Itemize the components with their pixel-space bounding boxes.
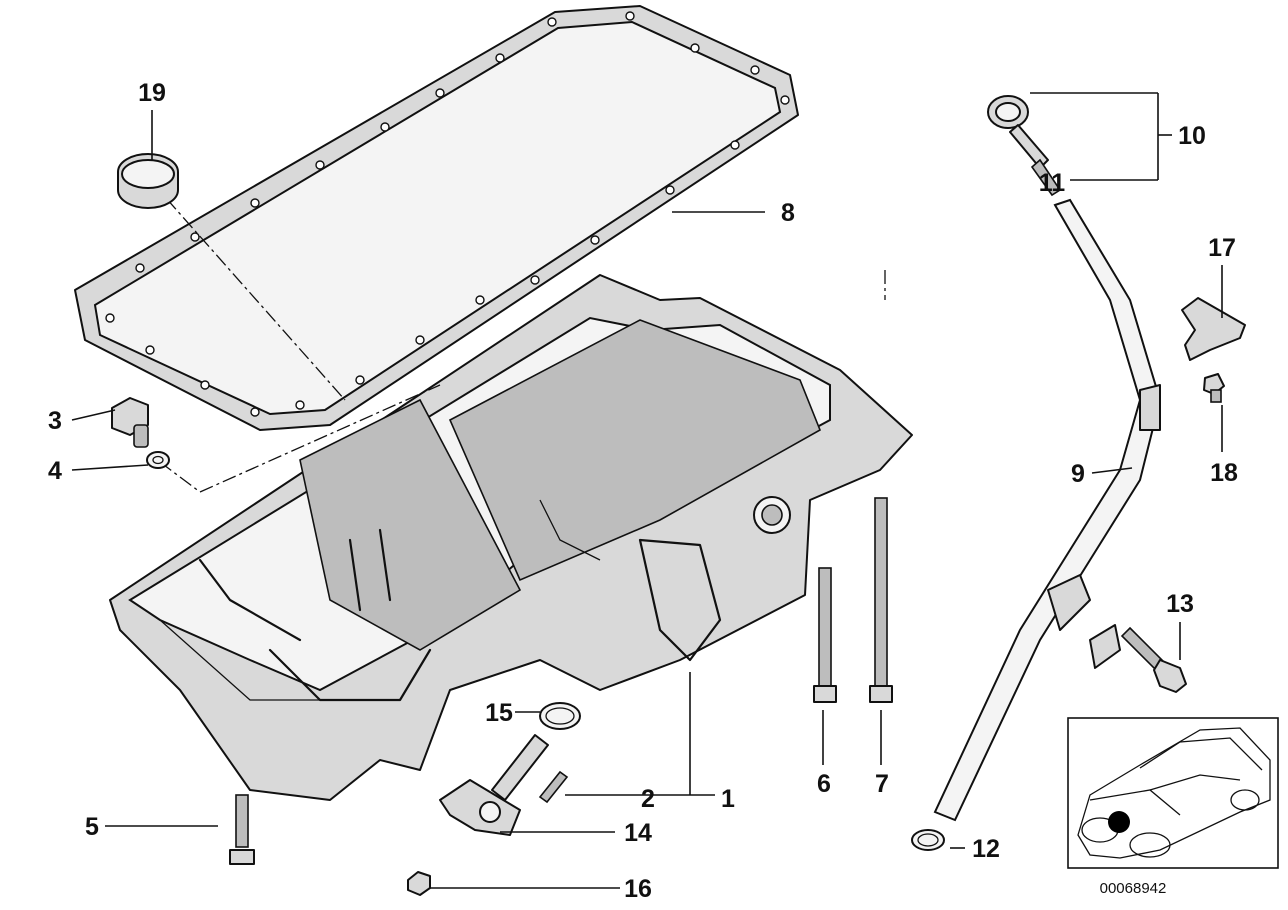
callout-19: 19 bbox=[138, 79, 166, 107]
seal-ring-12 bbox=[911, 829, 945, 851]
hex-bolt-18 bbox=[1203, 373, 1225, 403]
oil-pan-gasket bbox=[74, 5, 799, 431]
drain-plug bbox=[111, 397, 149, 448]
vehicle-locator-thumbnail bbox=[1067, 717, 1279, 869]
hex-bolt-7 bbox=[869, 497, 893, 703]
hex-bolt-13 bbox=[1120, 626, 1187, 693]
hex-bolt-6 bbox=[813, 567, 837, 703]
callout-7: 7 bbox=[875, 770, 889, 798]
radial-seal-ring bbox=[117, 153, 179, 209]
leader-lines bbox=[71, 92, 1223, 889]
callout-3: 3 bbox=[48, 407, 62, 435]
hex-nut-16 bbox=[407, 871, 431, 896]
hex-bolt-5 bbox=[229, 794, 255, 865]
callout-2: 2 bbox=[641, 785, 655, 813]
callout-15: 15 bbox=[485, 699, 513, 727]
component-location-marker bbox=[1108, 811, 1130, 833]
callout-17: 17 bbox=[1208, 234, 1236, 262]
callout-4: 4 bbox=[48, 457, 62, 485]
callout-9: 9 bbox=[1071, 460, 1085, 488]
callout-16: 16 bbox=[624, 875, 652, 903]
callout-1: 1 bbox=[721, 785, 735, 813]
o-ring-15 bbox=[539, 702, 581, 730]
callout-13: 13 bbox=[1166, 590, 1194, 618]
callout-12: 12 bbox=[972, 835, 1000, 863]
dowel-pin bbox=[538, 770, 569, 804]
callout-10: 10 bbox=[1178, 122, 1206, 150]
diagram-reference-number: 00068942 bbox=[1100, 880, 1167, 897]
callout-11: 11 bbox=[1039, 169, 1066, 197]
holder-bracket bbox=[1181, 297, 1246, 361]
dipstick-guide-tube bbox=[933, 198, 1162, 822]
assembly-guide-lines bbox=[149, 179, 886, 493]
oil-dipstick bbox=[987, 95, 1062, 197]
drain-plug-seal bbox=[146, 451, 170, 469]
callout-labels: 19 8 3 4 5 1 2 6 7 10 11 9 12 13 15 14 1… bbox=[48, 79, 1238, 903]
callout-5: 5 bbox=[85, 813, 99, 841]
callout-8: 8 bbox=[781, 199, 795, 227]
callout-14: 14 bbox=[624, 819, 652, 847]
oil-suction-pipe bbox=[439, 734, 549, 836]
oil-pan bbox=[109, 274, 913, 801]
callout-6: 6 bbox=[817, 770, 831, 798]
callout-18: 18 bbox=[1210, 459, 1238, 487]
